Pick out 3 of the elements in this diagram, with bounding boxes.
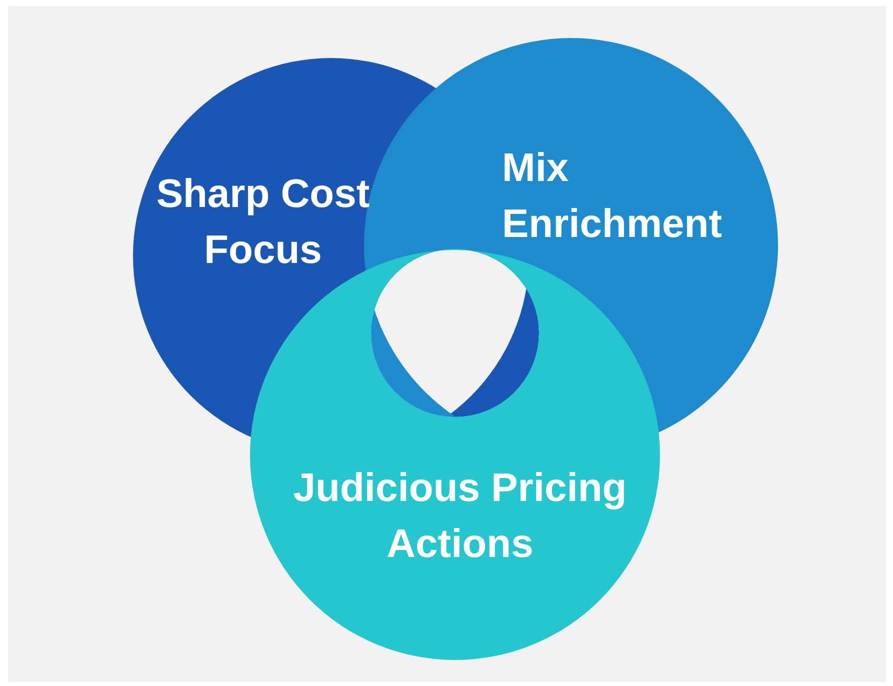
circle-label: Sharp Cost Focus (155, 171, 371, 274)
circle-label: Judicious Pricing Actions (292, 465, 628, 568)
circle-label: Mix Enrichment (502, 145, 724, 248)
